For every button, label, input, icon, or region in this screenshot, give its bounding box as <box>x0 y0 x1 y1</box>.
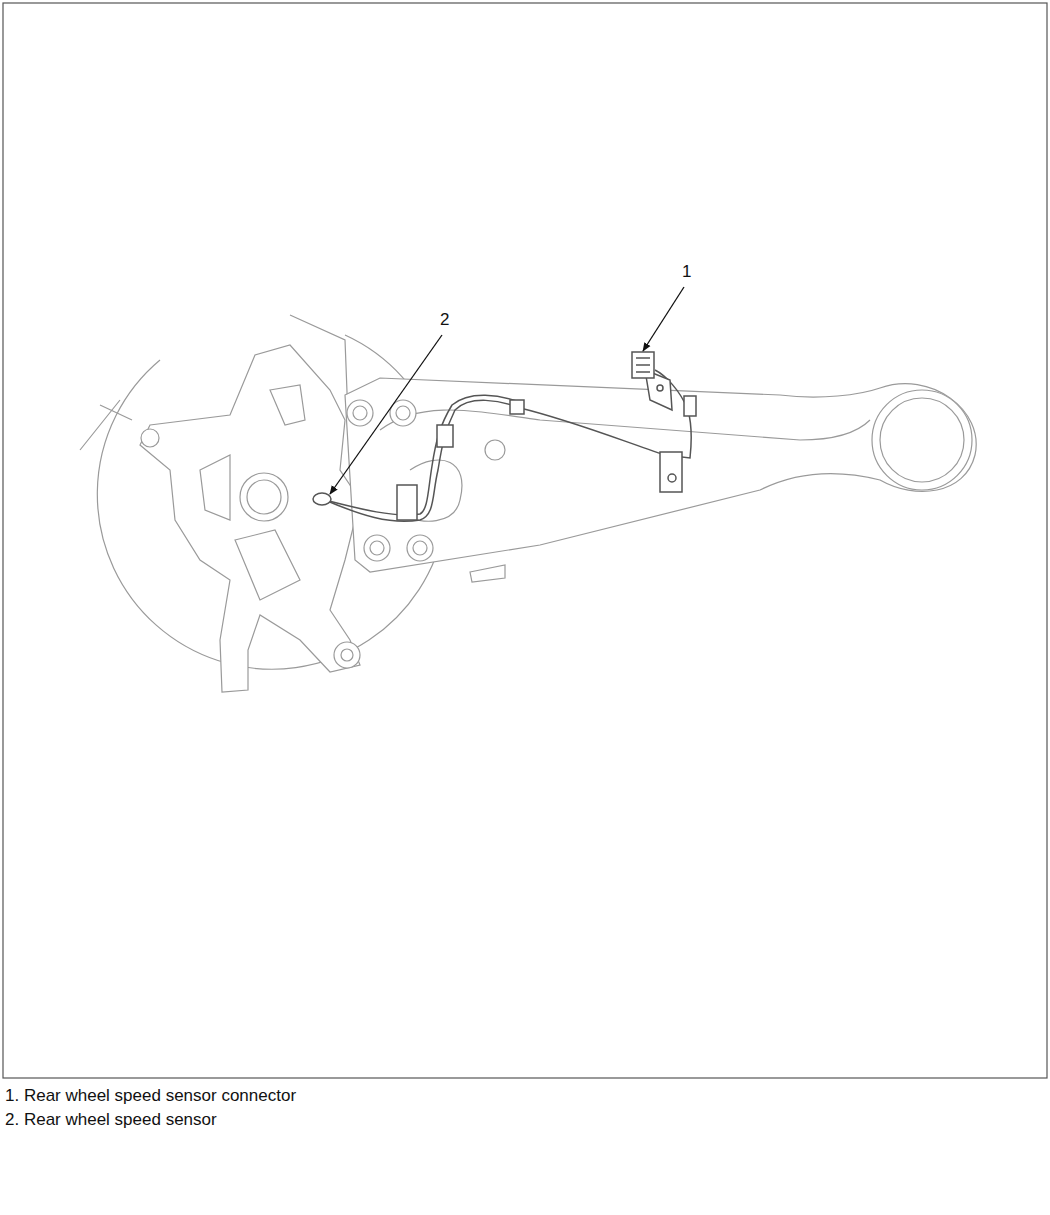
connector-detail <box>636 358 650 372</box>
callout-number: 1 <box>680 262 693 282</box>
leader-line <box>330 335 442 494</box>
knuckle-pocket <box>270 385 305 425</box>
wire-bracket <box>660 452 682 492</box>
legend-line: 1. Rear wheel speed sensor connector <box>5 1086 296 1106</box>
wire-grommet <box>437 425 453 447</box>
disc-edge <box>80 400 132 450</box>
wire-clip <box>397 485 417 520</box>
bolt <box>407 535 433 561</box>
trailing-arm <box>345 378 976 582</box>
legend-line: 2. Rear wheel speed sensor <box>5 1110 217 1130</box>
arm-hole <box>485 440 505 460</box>
callout-number: 2 <box>438 310 451 330</box>
hub-inner <box>247 480 281 514</box>
bolts <box>347 400 433 561</box>
knuckle-body <box>140 345 360 692</box>
bolt <box>364 535 390 561</box>
arm-tab <box>470 565 505 582</box>
knuckle-pocket <box>200 455 230 520</box>
bolt-head <box>413 541 427 555</box>
sensor-wire-edge <box>325 395 520 515</box>
sensor-connector <box>632 352 654 378</box>
bracket-bolt <box>657 385 663 391</box>
bolt <box>347 400 373 426</box>
frame <box>3 3 1047 1078</box>
bolt-head <box>370 541 384 555</box>
hub <box>240 473 288 521</box>
sensor-head <box>313 493 331 505</box>
knuckle <box>140 345 360 692</box>
knuckle-pocket <box>235 530 300 600</box>
leader-lines <box>330 287 684 494</box>
leader-line <box>643 287 684 351</box>
knuckle-eye <box>141 429 159 447</box>
wire-grommet <box>684 396 696 416</box>
wire-grommet <box>510 400 524 414</box>
bushing <box>872 390 972 490</box>
knuckle-eye <box>334 642 360 668</box>
bolt-head <box>353 406 367 420</box>
bushing-inner <box>880 398 964 482</box>
bolt-head <box>396 406 410 420</box>
bracket-bolt <box>668 474 676 482</box>
knuckle-eye-hole <box>341 649 353 661</box>
sensor-wire <box>325 370 691 521</box>
arm-body <box>345 378 976 572</box>
